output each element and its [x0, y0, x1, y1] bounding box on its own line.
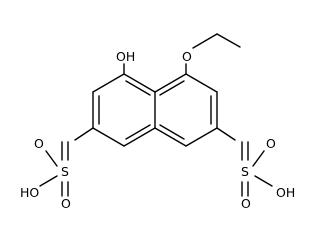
sulfonic-oh-right-label: OH [276, 185, 295, 200]
bond-c8-c8a-inner [125, 124, 151, 140]
bond-c4a-c5 [123, 73, 156, 93]
bond-s-left-ho [39, 175, 58, 187]
bond-c1-c8a-inner [159, 124, 185, 140]
sulfonic-oh-left-label: HO [20, 185, 39, 200]
hydroxy-label: OH [116, 49, 135, 64]
sulfur-left-label: S [61, 164, 69, 179]
bond-c1-c8a [154, 127, 187, 147]
bond-ch2-ch3 [216, 33, 241, 48]
bond-c2-c1 [185, 127, 218, 147]
bond-c4a-c5-inner [125, 80, 151, 96]
oxo-left-top-label: O [34, 136, 44, 151]
bond-s-right-oxo-top-diag [252, 150, 265, 167]
substituent-bonds [39, 33, 273, 197]
bond-c7-c8 [92, 127, 125, 147]
ring-bonds [92, 73, 218, 147]
ether-oxygen-label: O [182, 49, 192, 64]
bond-s-left-oxo-top-diag [45, 150, 58, 167]
oxo-right-top-label: O [266, 136, 276, 151]
bond-c4-c4-inner [159, 80, 185, 96]
bond-c4a-c4 [154, 73, 187, 93]
bond-c2-s-right [216, 127, 236, 141]
bond-c7-s-left [74, 127, 94, 141]
atom-labels: OH O O S O HO O S O OH [20, 49, 295, 211]
bond-c8-c8a [123, 127, 156, 147]
bond-c5-c6 [92, 73, 125, 93]
oxo-left-bottom-label: O [61, 196, 71, 211]
bond-c4-c3 [185, 73, 218, 93]
bond-s-right-oh [254, 175, 273, 187]
oxo-bonds [45, 150, 265, 167]
oxo-right-bottom-label: O [241, 196, 251, 211]
sulfur-right-label: S [241, 164, 249, 179]
structure-diagram: OH O O S O HO O S O OH [20, 33, 296, 211]
bond-o-ch2 [192, 33, 218, 49]
